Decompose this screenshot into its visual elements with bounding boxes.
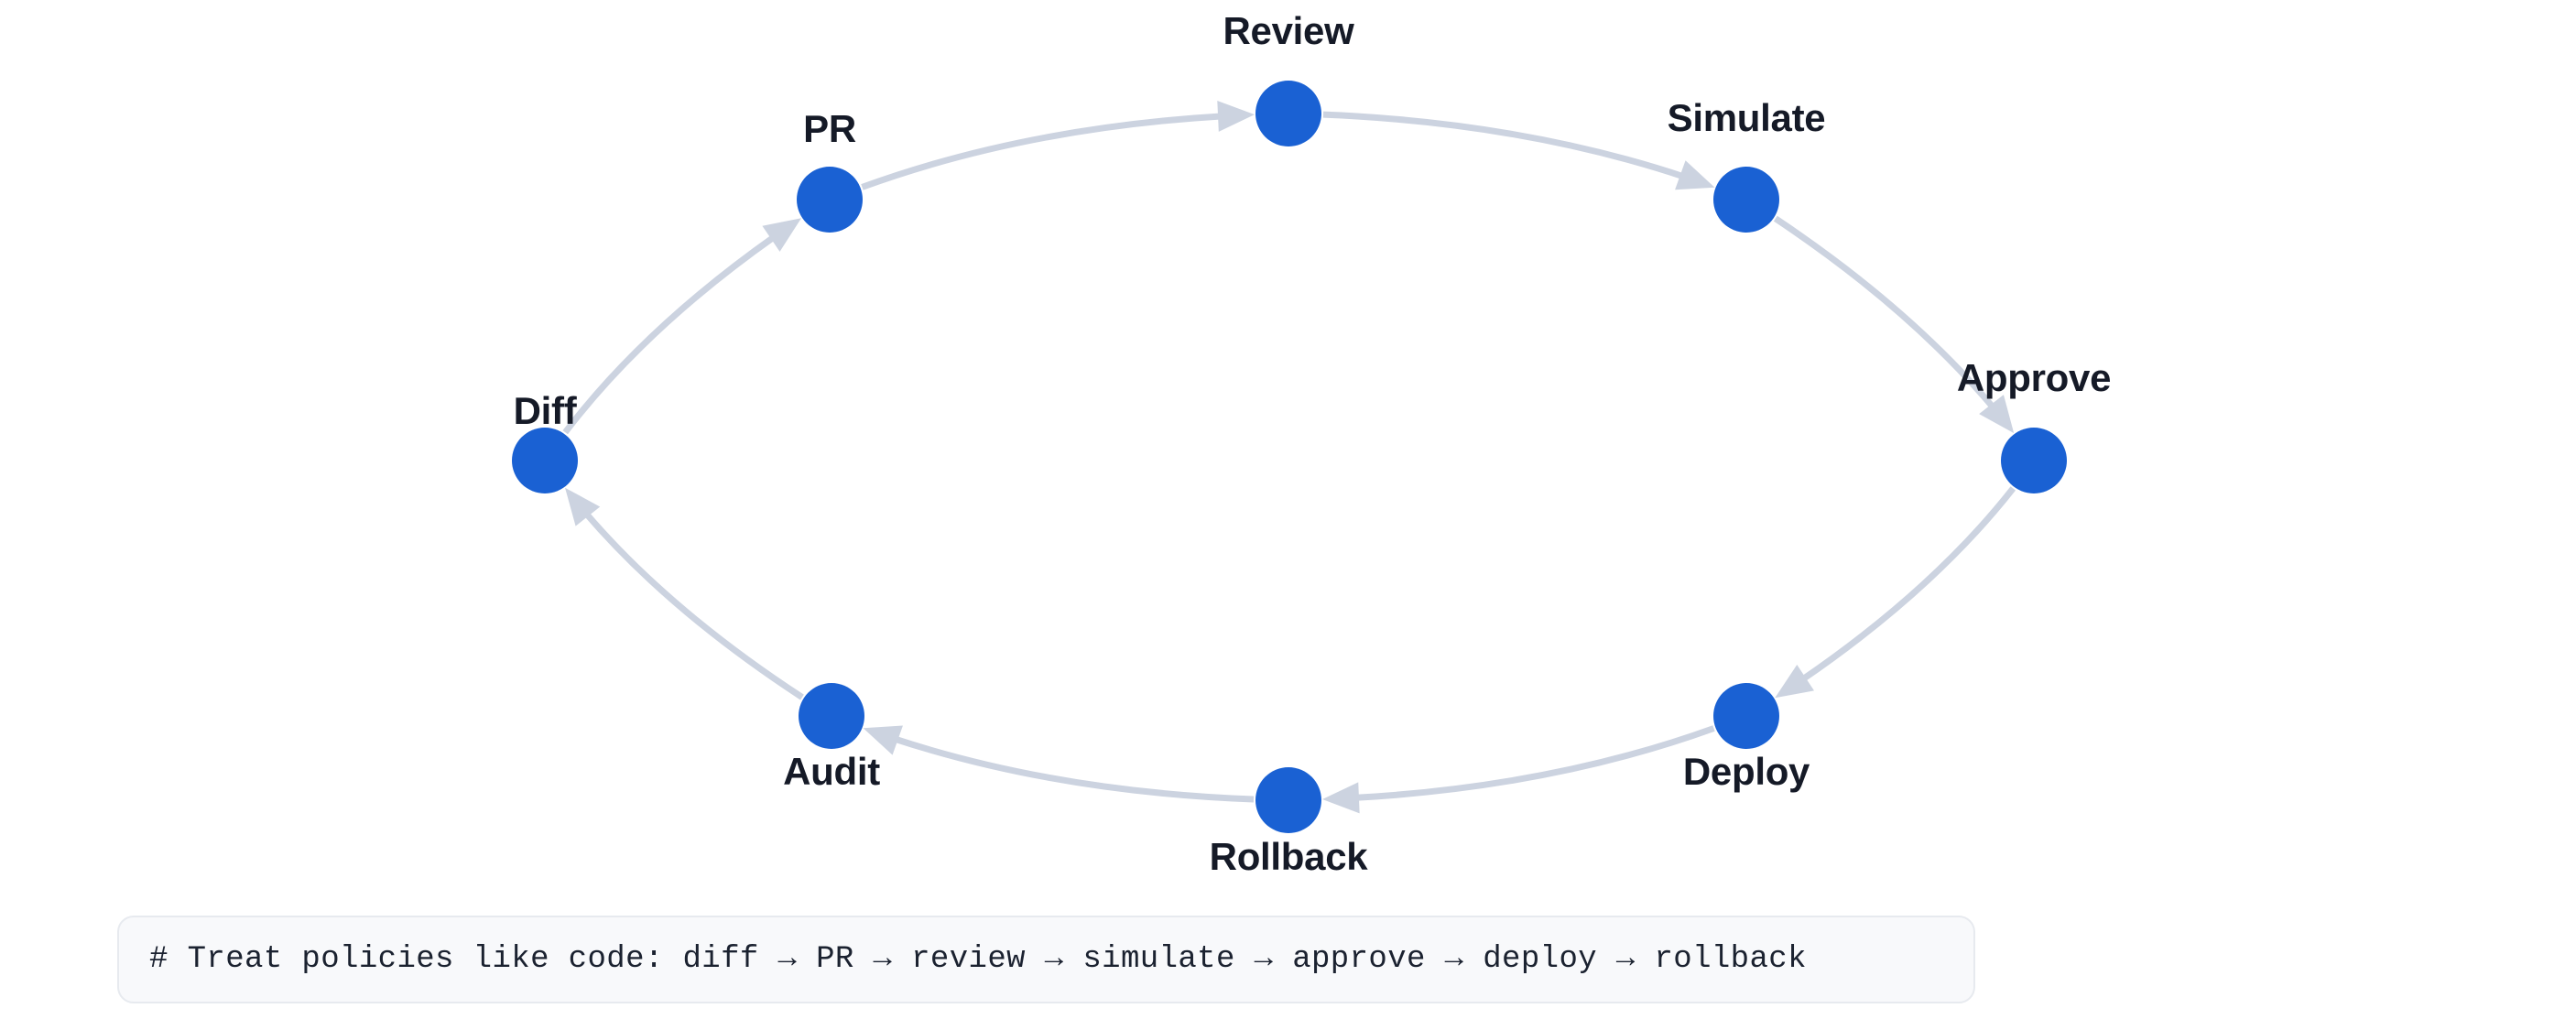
graph-node-review[interactable] <box>1255 81 1321 146</box>
graph-node-audit[interactable] <box>799 683 864 749</box>
edge-approve-to-deploy <box>1799 486 2016 683</box>
edge-diff-to-pr <box>562 233 777 435</box>
node-label-pr: PR <box>803 107 856 150</box>
node-label-audit: Audit <box>783 750 880 793</box>
arrow-head-approve-to-deploy <box>1775 665 1815 699</box>
node-label-deploy: Deploy <box>1682 750 1810 793</box>
arrow-head-diff-to-pr <box>762 218 802 252</box>
caption-box: # Treat policies like code: diff → PR → … <box>117 916 1975 1003</box>
node-label-approve: Approve <box>1956 356 2112 399</box>
graph-node-diff[interactable] <box>512 428 578 493</box>
edge-pr-to-review <box>861 113 1223 190</box>
arrow-head-review-to-simulate <box>1675 160 1715 190</box>
edge-simulate-to-approve <box>1773 215 1996 411</box>
edge-layer <box>562 100 2016 814</box>
graph-node-simulate[interactable] <box>1713 167 1779 233</box>
node-label-simulate: Simulate <box>1667 96 1826 139</box>
node-label-rollback: Rollback <box>1209 835 1368 878</box>
graph-node-deploy[interactable] <box>1713 683 1779 749</box>
graph-node-rollback[interactable] <box>1255 767 1321 833</box>
edge-rollback-to-audit <box>892 735 1255 803</box>
edge-review-to-simulate <box>1322 111 1686 180</box>
arrow-head-rollback-to-audit <box>863 725 903 755</box>
node-label-diff: Diff <box>513 389 577 432</box>
edge-audit-to-diff <box>582 510 804 700</box>
graph-node-approve[interactable] <box>2001 428 2067 493</box>
arrow-head-deploy-to-rollback <box>1321 782 1360 814</box>
arrow-head-pr-to-review <box>1217 100 1255 132</box>
arrow-head-simulate-to-approve <box>1979 395 2015 434</box>
edge-deploy-to-rollback <box>1353 725 1715 801</box>
graph-node-pr[interactable] <box>797 167 863 233</box>
node-layer <box>512 81 2067 833</box>
arrow-head-audit-to-diff <box>565 487 601 526</box>
node-label-review: Review <box>1223 9 1354 52</box>
caption-text: # Treat policies like code: diff → PR → … <box>149 942 1807 977</box>
